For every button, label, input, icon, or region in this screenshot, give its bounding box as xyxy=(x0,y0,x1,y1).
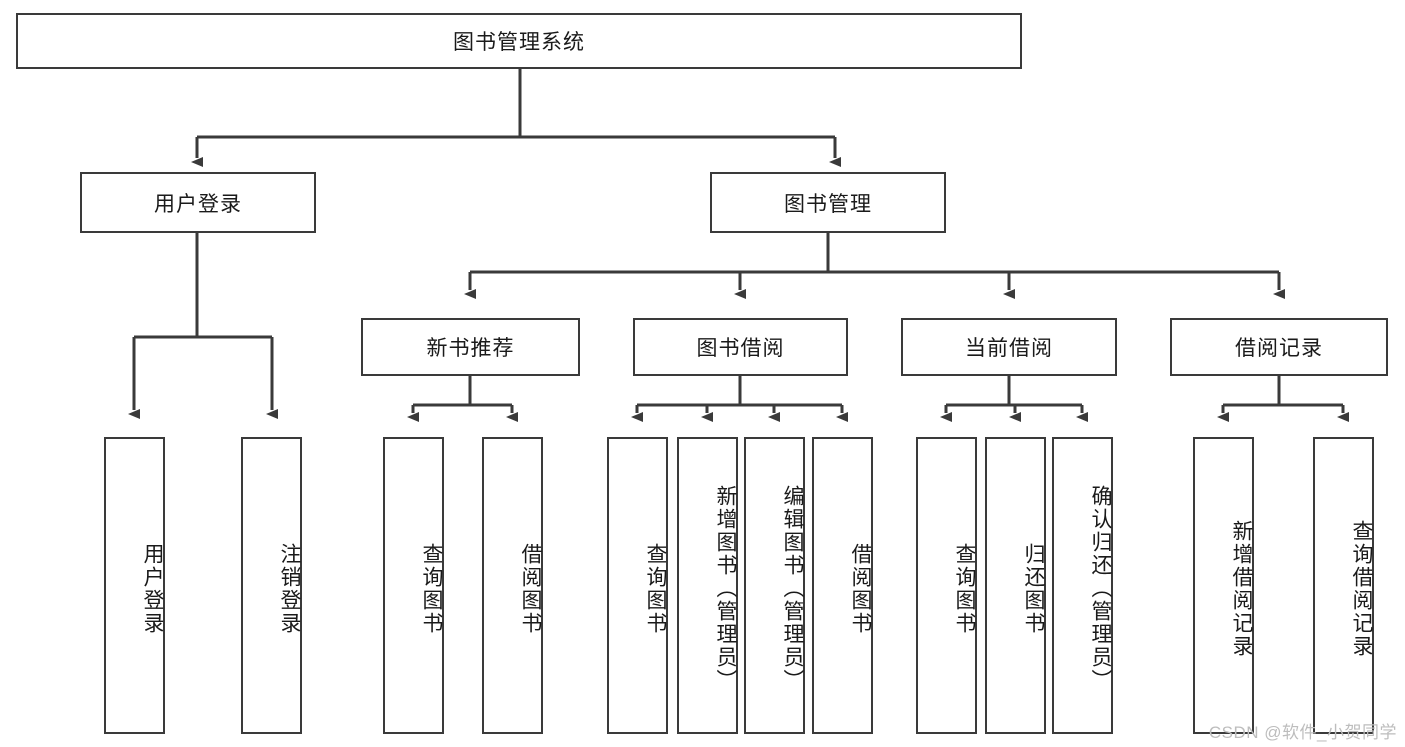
node-label: 新书推荐 xyxy=(426,337,515,360)
leaf-borrow-book[interactable]: 借阅图书 xyxy=(812,437,873,734)
leaf-query-borrow-record[interactable]: 查询借阅记录 xyxy=(1313,437,1374,734)
node-label: 借阅图书 xyxy=(519,542,542,635)
node-current-borrow[interactable]: 当前借阅 xyxy=(901,318,1117,376)
node-label: 借阅记录 xyxy=(1235,337,1323,360)
node-label: 确认归还（管理员） xyxy=(1089,485,1112,692)
node-label: 注销登录 xyxy=(278,542,301,635)
node-label: 归还图书 xyxy=(1022,542,1045,635)
leaf-query-book-current[interactable]: 查询图书 xyxy=(916,437,977,734)
node-label: 新增借阅记录 xyxy=(1230,519,1253,658)
leaf-add-borrow-record[interactable]: 新增借阅记录 xyxy=(1193,437,1254,734)
node-label: 查询图书 xyxy=(644,542,667,635)
node-label: 查询图书 xyxy=(420,542,443,635)
node-new-book-recommend[interactable]: 新书推荐 xyxy=(361,318,580,376)
leaf-confirm-return-admin[interactable]: 确认归还（管理员） xyxy=(1052,437,1113,734)
node-label: 查询借阅记录 xyxy=(1350,519,1373,658)
leaf-user-login[interactable]: 用户登录 xyxy=(104,437,165,734)
node-user-login[interactable]: 用户登录 xyxy=(80,172,316,233)
node-root[interactable]: 图书管理系统 xyxy=(16,13,1022,69)
node-book-management[interactable]: 图书管理 xyxy=(710,172,946,233)
node-label: 图书管理 xyxy=(784,192,872,216)
node-label: 用户登录 xyxy=(141,542,164,635)
node-label: 当前借阅 xyxy=(965,337,1053,360)
node-label: 新增图书（管理员） xyxy=(714,485,737,692)
node-label: 编辑图书（管理员） xyxy=(781,485,804,692)
leaf-edit-book-admin[interactable]: 编辑图书（管理员） xyxy=(744,437,805,734)
leaf-logout[interactable]: 注销登录 xyxy=(241,437,302,734)
leaf-add-book-admin[interactable]: 新增图书（管理员） xyxy=(677,437,738,734)
leaf-query-book-borrow[interactable]: 查询图书 xyxy=(607,437,668,734)
node-label: 图书借阅 xyxy=(696,337,785,360)
node-book-borrow[interactable]: 图书借阅 xyxy=(633,318,848,376)
leaf-borrow-book-newbook[interactable]: 借阅图书 xyxy=(482,437,543,734)
node-borrow-record[interactable]: 借阅记录 xyxy=(1170,318,1388,376)
node-label: 用户登录 xyxy=(154,192,242,216)
node-label: 图书管理系统 xyxy=(453,31,585,54)
leaf-query-book-newbook[interactable]: 查询图书 xyxy=(383,437,444,734)
node-label: 借阅图书 xyxy=(849,542,872,635)
watermark: CSDN @软件_小贺同学 xyxy=(1208,723,1397,742)
node-label: 查询图书 xyxy=(953,542,976,635)
leaf-return-book[interactable]: 归还图书 xyxy=(985,437,1046,734)
